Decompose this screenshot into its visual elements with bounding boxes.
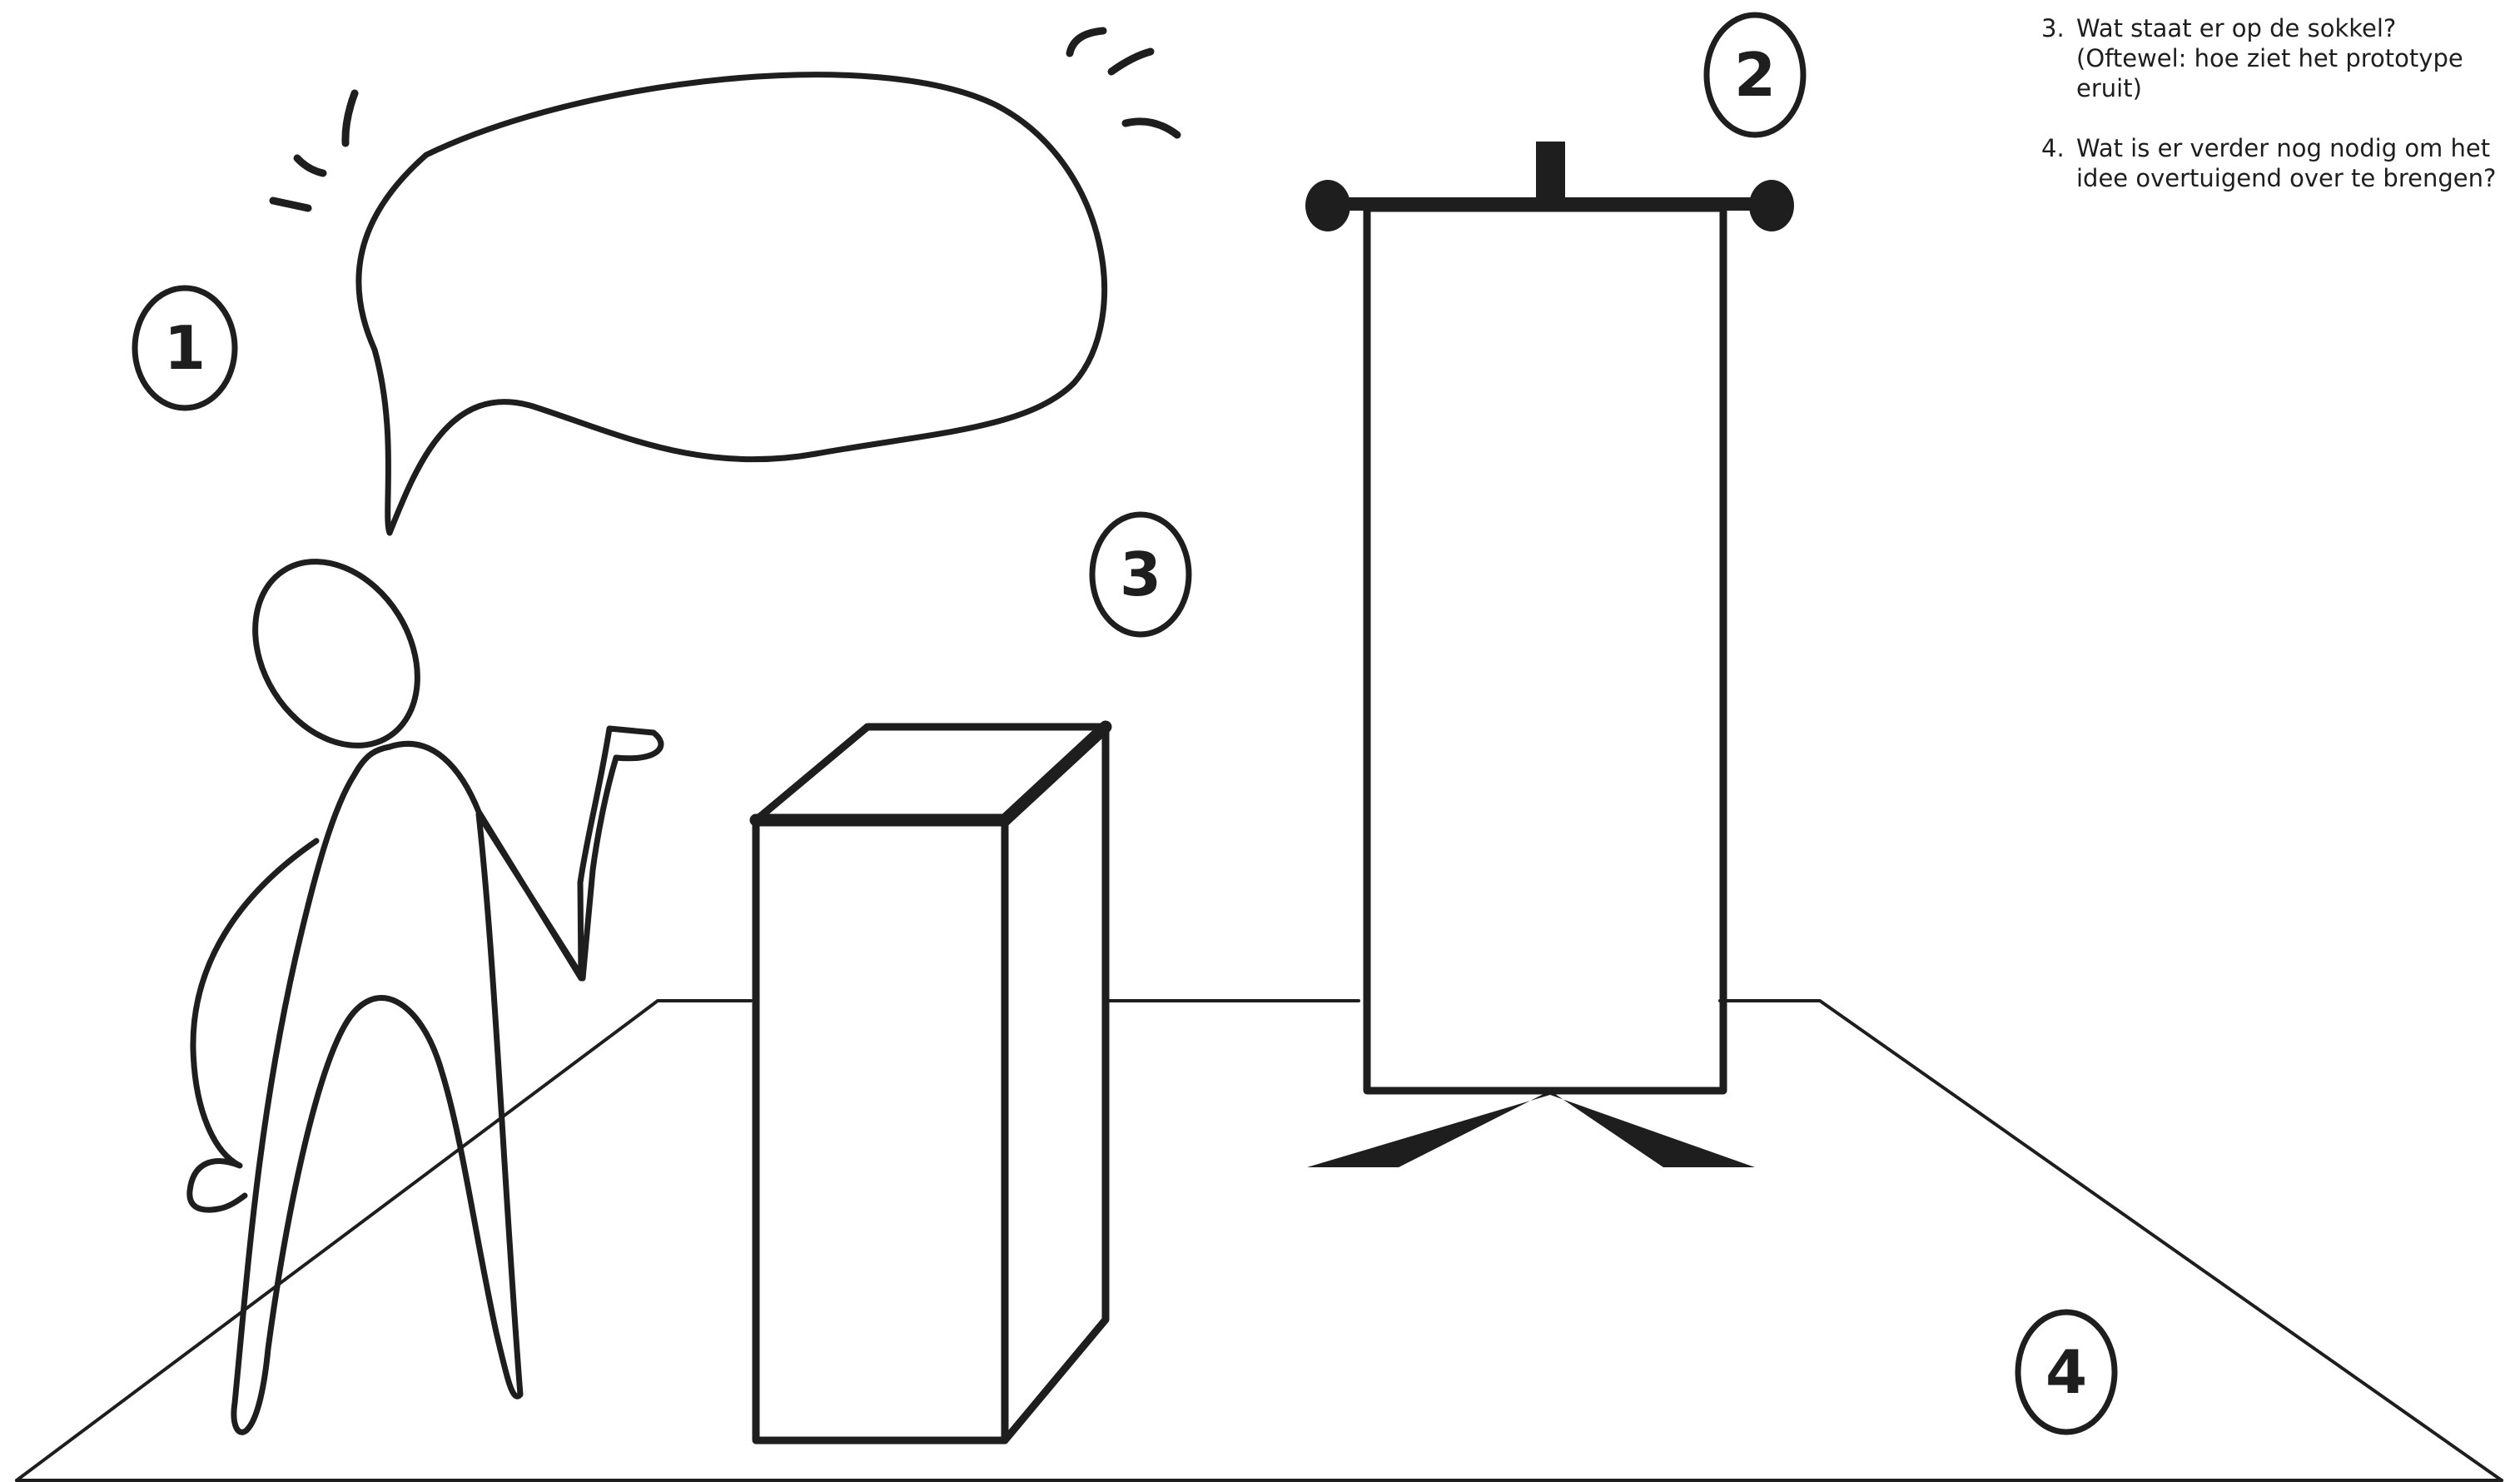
excitement-marks: [273, 31, 1177, 208]
marker-4: 4: [2018, 1312, 2115, 1432]
pedestal: [756, 727, 1106, 1440]
banner-stand: [1305, 142, 1794, 1167]
marker-2: 2: [1707, 15, 1803, 135]
banner-knob-right: [1749, 180, 1794, 231]
pedestal-front: [756, 820, 1005, 1440]
marker-2-label: 2: [1734, 40, 1776, 110]
marker-3-label: 3: [1120, 540, 1161, 609]
question-number: 4.: [2041, 133, 2076, 193]
question-text: Wat staat er op de sokkel? (Oftewel: hoe…: [2076, 13, 2508, 103]
question-item-3: 3. Wat staat er op de sokkel? (Oftewel: …: [2041, 13, 2508, 103]
floor-outline: [17, 1001, 2502, 1480]
person-body: [234, 729, 661, 1432]
question-item-4: 4. Wat is er verder nog nodig om het ide…: [2041, 133, 2508, 193]
banner-top-mount: [1536, 142, 1565, 200]
question-text: Wat is er verder nog nodig om het idee o…: [2076, 133, 2508, 193]
banner-panel: [1367, 208, 1723, 1091]
marker-3: 3: [1092, 515, 1189, 634]
question-list: 3. Wat staat er op de sokkel? (Oftewel: …: [2041, 13, 2508, 223]
speech-bubble: [359, 75, 1105, 533]
marker-1-label: 1: [164, 313, 206, 383]
marker-1: 1: [135, 288, 235, 408]
person-back-arm: [190, 841, 316, 1210]
person-head: [222, 531, 450, 775]
banner-knob-left: [1305, 180, 1350, 231]
marker-4-label: 4: [2045, 1337, 2087, 1407]
pedestal-side: [1005, 727, 1106, 1440]
banner-foot: [1307, 1091, 1755, 1167]
question-number: 3.: [2041, 13, 2076, 103]
